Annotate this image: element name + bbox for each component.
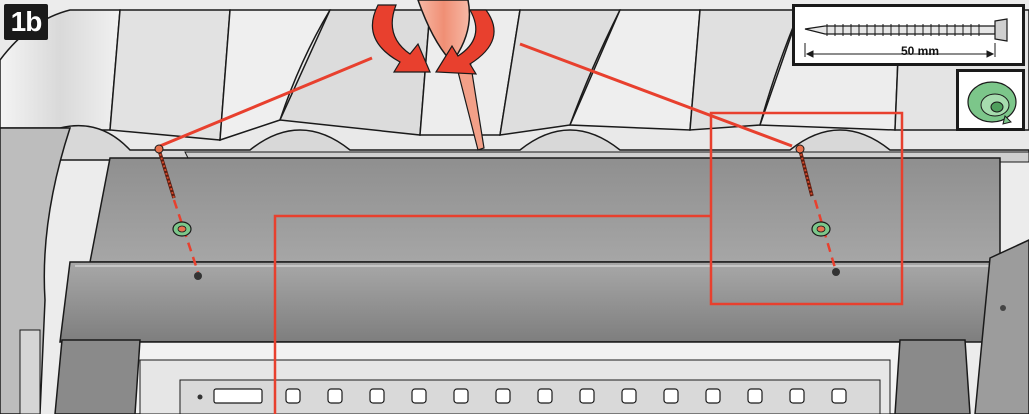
vent-slots	[213, 388, 847, 404]
roof-tiles	[0, 9, 1029, 160]
hole-left	[194, 272, 202, 280]
screw-icon	[154, 144, 176, 199]
screwdriver-icon	[417, 0, 485, 151]
right-leg	[894, 339, 971, 414]
callout-lines	[159, 42, 793, 148]
right-side-plate	[974, 239, 1029, 414]
washer-icon	[172, 221, 192, 237]
rotate-arrows-icon	[371, 4, 495, 75]
left-leg	[54, 339, 141, 414]
plate-hole	[1000, 305, 1006, 311]
dimension-line	[804, 43, 996, 58]
screw-length-label: 50 mm	[900, 44, 940, 58]
screw-size-inset	[792, 4, 1025, 66]
tile-eave	[0, 124, 1029, 161]
back-wall	[89, 157, 1001, 263]
left-post	[0, 127, 72, 414]
screw-detail-icon	[804, 18, 1008, 58]
washer-detail-icon	[967, 81, 1017, 125]
step-number-badge: 1b	[4, 4, 48, 40]
screw-icon	[795, 144, 814, 197]
washer-icon	[811, 221, 831, 237]
detail-frame	[273, 111, 904, 414]
washer-inset	[956, 69, 1025, 131]
hole-right	[832, 268, 840, 276]
